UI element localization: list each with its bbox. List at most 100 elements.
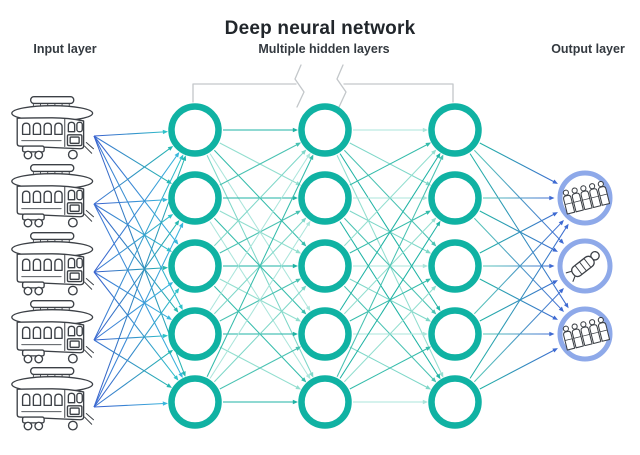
- edge-line: [93, 154, 178, 273]
- edge-arrowhead: [563, 223, 569, 230]
- edge-line: [93, 203, 169, 251]
- edge-line: [343, 217, 434, 312]
- edge-arrowhead: [174, 287, 180, 294]
- network-edges: [93, 127, 569, 408]
- edge-arrowhead: [435, 305, 441, 312]
- edge-arrowhead: [422, 127, 428, 133]
- edge-line: [93, 267, 165, 273]
- edge-arrowhead: [425, 317, 432, 322]
- edge-line: [219, 143, 298, 186]
- edge-arrowhead: [305, 305, 311, 312]
- edge-arrowhead: [178, 372, 183, 378]
- edge-arrowhead: [167, 349, 174, 355]
- edge-line: [93, 222, 178, 341]
- edge-line: [469, 226, 567, 379]
- edge-arrowhead: [552, 348, 558, 353]
- edge-line: [93, 203, 177, 310]
- trolley-icon: [11, 164, 95, 228]
- hidden-node: [168, 103, 222, 157]
- edge-line: [93, 271, 169, 319]
- edge-line: [473, 149, 562, 242]
- hidden-node: [428, 239, 482, 293]
- edge-line: [219, 346, 298, 389]
- trolley-icon: [11, 300, 95, 364]
- hidden-node: [428, 171, 482, 225]
- edge-arrowhead: [563, 302, 569, 309]
- edge-arrowhead: [435, 220, 441, 227]
- edge-line: [349, 210, 428, 253]
- edge-arrowhead: [295, 278, 302, 283]
- edge-line: [219, 142, 298, 185]
- edge-arrowhead: [181, 155, 187, 162]
- edge-arrowhead: [552, 179, 558, 184]
- bracket-right-segment: [343, 83, 454, 103]
- hidden-node: [298, 375, 352, 429]
- edge-arrowhead: [173, 375, 179, 381]
- edge-arrowhead: [292, 331, 298, 337]
- edge-line: [336, 157, 443, 377]
- edge-arrowhead: [431, 377, 437, 383]
- edge-arrowhead: [431, 285, 437, 291]
- edge-arrowhead: [549, 195, 555, 201]
- hidden-node: [298, 103, 352, 157]
- hidden-node: [428, 103, 482, 157]
- edge-line: [219, 347, 298, 390]
- page-title: Deep neural network: [224, 18, 416, 39]
- edge-arrowhead: [425, 385, 432, 390]
- edge-line: [213, 149, 304, 244]
- hidden-node: [168, 307, 222, 361]
- hidden-layers-label: Multiple hidden layers: [258, 42, 390, 56]
- trolley-icon: [11, 232, 95, 296]
- edge-line: [93, 135, 182, 307]
- edge-arrowhead: [552, 212, 558, 217]
- output-layer-label: Output layer: [551, 42, 625, 56]
- edge-arrowhead: [166, 315, 172, 320]
- hidden-node: [168, 239, 222, 293]
- edge-line: [93, 135, 169, 183]
- edge-line: [209, 223, 309, 379]
- edge-arrowhead: [301, 309, 307, 315]
- edge-line: [349, 346, 428, 389]
- edge-arrowhead: [431, 149, 437, 155]
- edge-line: [206, 157, 313, 377]
- hidden-layers-bracket: [192, 64, 454, 108]
- edge-arrowhead: [301, 241, 307, 247]
- edge-line: [93, 290, 178, 408]
- edge-line: [349, 279, 428, 322]
- hidden-node: [428, 307, 482, 361]
- edge-arrowhead: [167, 213, 174, 219]
- edge-arrowhead: [422, 195, 428, 201]
- bracket-left-segment: [192, 83, 297, 103]
- hidden-node: [298, 239, 352, 293]
- edge-arrowhead: [301, 285, 307, 291]
- edge-line: [93, 131, 165, 137]
- edge-line: [93, 135, 177, 242]
- edge-line: [219, 210, 298, 253]
- edge-line: [479, 349, 555, 390]
- edge-arrowhead: [431, 241, 437, 247]
- edge-arrowhead: [295, 249, 302, 254]
- edge-arrowhead: [425, 278, 432, 283]
- edge-line: [219, 279, 298, 322]
- edge-line: [93, 335, 165, 341]
- edge-arrowhead: [305, 220, 311, 227]
- hidden-node: [168, 375, 222, 429]
- edge-arrowhead: [422, 399, 428, 405]
- hidden-node: [298, 307, 352, 361]
- edge-arrowhead: [305, 373, 311, 380]
- edge-line: [339, 221, 439, 377]
- edge-arrowhead: [292, 399, 298, 405]
- edge-arrowhead: [431, 309, 437, 315]
- edge-arrowhead: [167, 281, 174, 287]
- edge-line: [339, 155, 439, 311]
- edge-line: [349, 143, 428, 186]
- edge-arrowhead: [295, 210, 302, 215]
- edge-line: [209, 153, 309, 309]
- edge-line: [209, 221, 309, 377]
- edge-line: [479, 278, 555, 319]
- edge-line: [213, 288, 304, 383]
- edge-arrowhead: [295, 317, 302, 322]
- bracket-break-icon: [336, 64, 347, 108]
